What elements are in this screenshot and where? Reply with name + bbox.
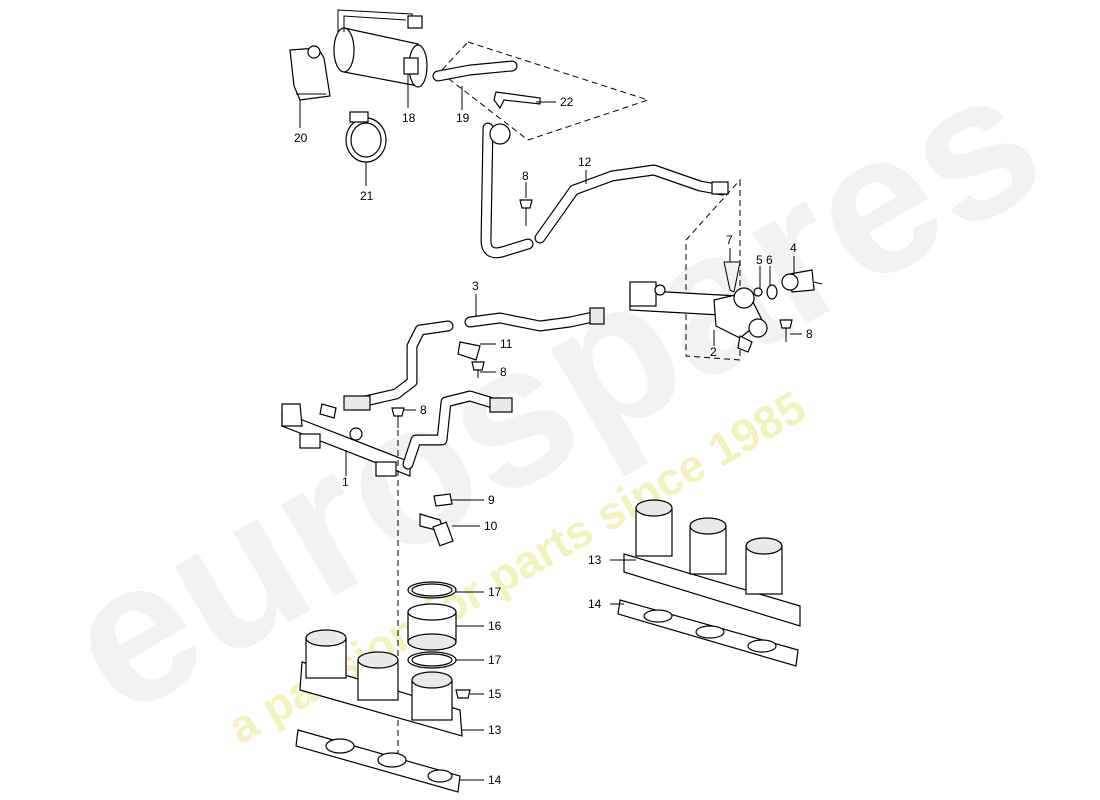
hose-clamp-part bbox=[345, 111, 387, 163]
callout-8-clip: 8 bbox=[500, 365, 507, 379]
callout-19: 19 bbox=[456, 111, 470, 125]
callout-15: 15 bbox=[488, 687, 502, 701]
callout-14-right: 14 bbox=[588, 597, 602, 611]
callouts: 1 2 3 4 5 6 7 8 8 8 8 9 10 11 12 13 13 1… bbox=[294, 95, 813, 787]
watermark-logo: eurospares bbox=[30, 25, 1075, 757]
fuel-rail-right-part bbox=[629, 261, 823, 353]
small-parts bbox=[391, 199, 793, 760]
callout-3: 3 bbox=[472, 279, 479, 293]
fuel-filter-part bbox=[333, 9, 428, 88]
callout-4: 4 bbox=[790, 241, 797, 255]
callout-7: 7 bbox=[726, 233, 733, 247]
intake-lower-left bbox=[295, 581, 471, 793]
callout-14-left: 14 bbox=[488, 773, 502, 787]
fuel-hose-part bbox=[432, 60, 534, 259]
callout-18: 18 bbox=[402, 111, 416, 125]
callout-16: 16 bbox=[488, 619, 502, 633]
fuel-filter-group bbox=[289, 9, 650, 259]
watermark: eurospares a passion for parts since 198… bbox=[30, 25, 1075, 757]
callout-17-top: 17 bbox=[488, 585, 502, 599]
callout-8-rail-left: 8 bbox=[420, 403, 427, 417]
callout-8-hose: 8 bbox=[522, 169, 529, 183]
callout-13-left: 13 bbox=[488, 723, 502, 737]
callout-11: 11 bbox=[500, 337, 513, 351]
callout-2: 2 bbox=[710, 345, 717, 359]
callout-22: 22 bbox=[560, 95, 574, 109]
callout-8-rail-right: 8 bbox=[806, 327, 813, 341]
intake-right bbox=[617, 499, 801, 667]
callout-6: 6 bbox=[766, 253, 773, 267]
fuel-hose-3-part bbox=[343, 307, 605, 411]
callout-10: 10 bbox=[484, 519, 498, 533]
callout-20: 20 bbox=[294, 131, 308, 145]
hose-clip-part bbox=[493, 91, 541, 110]
callout-1: 1 bbox=[342, 475, 349, 489]
callout-5: 5 bbox=[756, 253, 763, 267]
callout-9: 9 bbox=[488, 493, 495, 507]
callout-12: 12 bbox=[578, 155, 592, 169]
filter-bracket-part bbox=[289, 45, 331, 101]
fuel-rail-left-part bbox=[281, 390, 513, 477]
leader-lines bbox=[299, 74, 802, 781]
callout-13-right: 13 bbox=[588, 553, 602, 567]
callout-21: 21 bbox=[360, 189, 374, 203]
callout-17-bottom: 17 bbox=[488, 653, 502, 667]
